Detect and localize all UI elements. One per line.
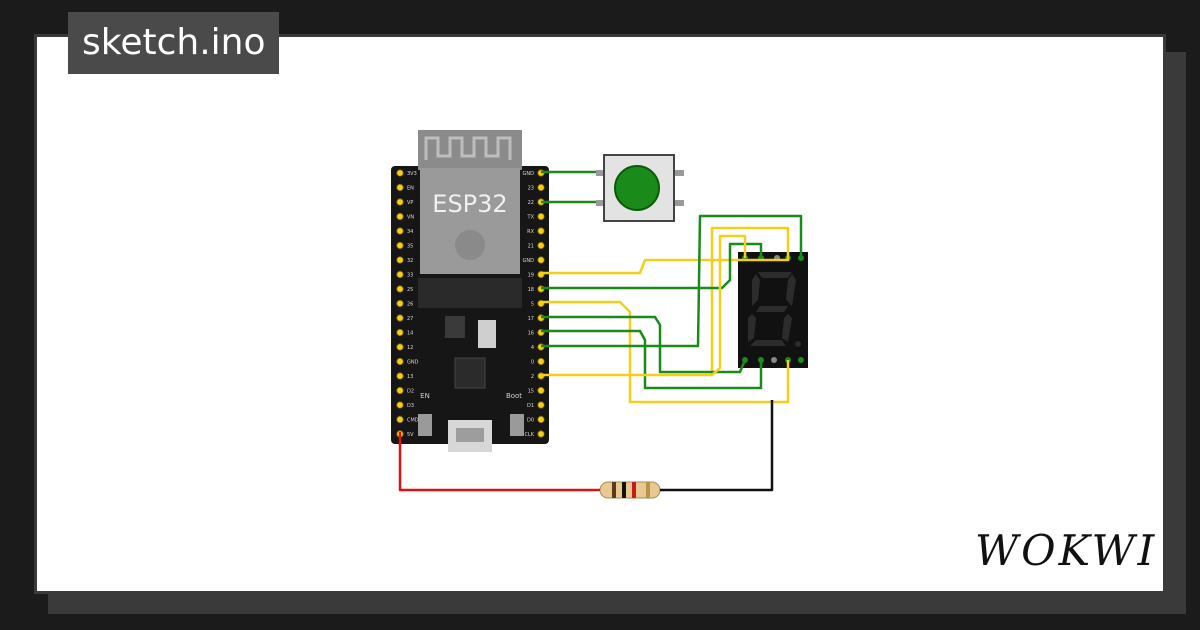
- left-pin-en[interactable]: [396, 183, 404, 192]
- pushbutton-cap-icon[interactable]: [614, 165, 660, 211]
- right-pin-label: GND: [523, 258, 535, 264]
- right-pin-label: 5: [531, 302, 534, 308]
- wires: [398, 170, 803, 492]
- wire-yellow: [541, 234, 747, 377]
- left-pin-label: 14: [407, 331, 413, 337]
- left-pin-d3[interactable]: [396, 401, 404, 409]
- right-pin-tx[interactable]: [537, 212, 545, 221]
- left-pin-33[interactable]: [396, 270, 404, 279]
- right-pin-label: 0: [531, 360, 534, 366]
- right-pin-label: 4: [531, 345, 534, 351]
- right-pin-0[interactable]: [537, 357, 545, 366]
- right-pin-23[interactable]: [537, 183, 545, 192]
- left-pin-gnd[interactable]: [396, 357, 404, 366]
- left-pin-32[interactable]: [396, 256, 404, 264]
- left-pin-label: 27: [407, 316, 413, 322]
- right-pin-label: TX: [527, 215, 535, 221]
- left-pin-label: VN: [407, 215, 414, 221]
- en-button[interactable]: [418, 414, 432, 436]
- left-pin-label: 13: [407, 374, 413, 380]
- right-pin-label: 21: [528, 244, 534, 250]
- right-pin-label: 19: [528, 273, 534, 279]
- right-pin-label: GND: [523, 171, 535, 177]
- left-pin-vn[interactable]: [396, 212, 404, 221]
- right-pin-label: 22: [528, 200, 534, 206]
- left-pin-vp[interactable]: [396, 198, 404, 206]
- right-pin-21[interactable]: [537, 241, 545, 250]
- left-pin-14[interactable]: [396, 328, 404, 337]
- left-pin-35[interactable]: [396, 241, 404, 250]
- right-pin-label: 15: [528, 389, 534, 395]
- left-pin-label: 5V: [407, 432, 414, 438]
- boot-button[interactable]: [510, 414, 524, 436]
- digit-segments: [748, 272, 801, 347]
- wire-yellow: [541, 300, 790, 404]
- right-pin-label: RX: [527, 229, 534, 235]
- left-pin-label: 34: [407, 229, 413, 235]
- right-pin-label: 18: [528, 287, 534, 293]
- wire-green: [541, 329, 763, 390]
- left-pin-label: 33: [407, 273, 413, 279]
- left-pin-27[interactable]: [396, 314, 404, 322]
- left-pin-label: 3V3: [407, 171, 417, 177]
- right-pin-label: 16: [528, 331, 534, 337]
- left-pin-label: D2: [407, 389, 414, 395]
- left-pin-label: CMD: [407, 418, 419, 424]
- right-pin-clk[interactable]: [537, 430, 545, 438]
- left-pin-label: 12: [407, 345, 413, 351]
- left-pin-3v3[interactable]: [396, 169, 404, 177]
- boot-button-label: Boot: [506, 392, 522, 400]
- left-pin-34[interactable]: [396, 227, 404, 235]
- left-pin-label: 32: [407, 258, 413, 264]
- right-pin-label: D0: [527, 418, 534, 424]
- right-pin-rx[interactable]: [537, 227, 545, 235]
- right-pin-label: 17: [528, 316, 534, 322]
- left-pin-d2[interactable]: [396, 386, 404, 395]
- pushbutton[interactable]: [596, 154, 684, 222]
- en-button-label: EN: [420, 392, 430, 400]
- wire-green: [541, 315, 747, 374]
- seven-segment-display[interactable]: [738, 252, 808, 368]
- right-pin-gnd[interactable]: [537, 256, 545, 264]
- left-pin-label: VP: [407, 200, 413, 206]
- wire-green: [541, 214, 803, 348]
- esp32-board[interactable]: ESP32 EN Boot 3V3ENVPVN34353233252627141…: [391, 130, 549, 452]
- board-label: ESP32: [432, 190, 507, 218]
- left-pin-label: D3: [407, 403, 414, 409]
- window-title: sketch.ino: [68, 12, 280, 74]
- right-pin-15[interactable]: [537, 386, 545, 395]
- right-pin-label: 23: [528, 186, 534, 192]
- wire-black: [660, 400, 774, 492]
- left-pin-label: GND: [407, 360, 419, 366]
- left-pin-13[interactable]: [396, 372, 404, 380]
- left-pin-label: EN: [407, 186, 414, 192]
- wire-green: [541, 242, 763, 290]
- resistor[interactable]: [599, 481, 661, 499]
- diagram-canvas: [34, 34, 1166, 594]
- left-pin-label: 25: [407, 287, 413, 293]
- wire-yellow: [541, 226, 790, 375]
- right-pin-label: CLK: [524, 432, 534, 438]
- left-pin-label: 26: [407, 302, 413, 308]
- left-pin-cmd[interactable]: [396, 415, 404, 424]
- right-pin-label: 2: [531, 374, 534, 380]
- left-pin-label: 35: [407, 244, 413, 250]
- right-pin-label: D1: [527, 403, 534, 409]
- right-pin-d1[interactable]: [537, 401, 545, 409]
- right-pin-d0[interactable]: [537, 415, 545, 424]
- espressif-logo-icon: [455, 230, 485, 260]
- wokwi-logo: WOKWI: [975, 526, 1158, 575]
- left-pin-26[interactable]: [396, 299, 404, 308]
- left-pin-25[interactable]: [396, 285, 404, 293]
- wire-red: [398, 432, 600, 492]
- left-pin-12[interactable]: [396, 343, 404, 351]
